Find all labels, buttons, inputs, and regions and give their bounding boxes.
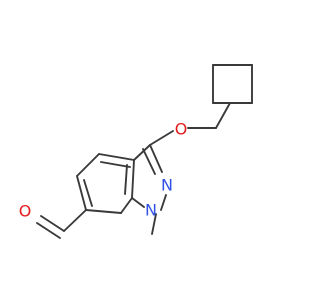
bond xyxy=(124,164,128,195)
atom-label-n2: N xyxy=(161,176,173,195)
bond xyxy=(149,130,174,146)
bond xyxy=(142,148,156,175)
benzene-ring xyxy=(76,153,135,214)
bond xyxy=(63,209,87,232)
bond xyxy=(76,175,87,211)
bond xyxy=(131,197,145,208)
bond xyxy=(131,159,135,199)
bond xyxy=(98,153,135,161)
bond xyxy=(76,153,100,177)
bond xyxy=(151,213,157,235)
structure-diagram: O N N O xyxy=(19,64,253,239)
bond xyxy=(100,161,131,168)
atom-label-n1: N xyxy=(145,201,157,220)
bond xyxy=(133,144,151,161)
molecule-canvas: O N N O xyxy=(18,64,253,239)
bond xyxy=(149,144,163,173)
aldehyde-group xyxy=(36,209,87,239)
bond xyxy=(36,222,61,239)
atom-label-o-ether: O xyxy=(175,120,188,139)
bond xyxy=(215,102,231,129)
pyrazole-ring xyxy=(131,144,167,235)
bond xyxy=(83,179,93,207)
bond xyxy=(160,194,167,211)
bond xyxy=(85,209,122,214)
bond xyxy=(40,215,65,232)
cyclobutane-ring xyxy=(212,64,253,104)
bond xyxy=(120,197,133,214)
linker xyxy=(149,102,231,146)
atom-label-o-aldehyde: O xyxy=(19,202,32,221)
